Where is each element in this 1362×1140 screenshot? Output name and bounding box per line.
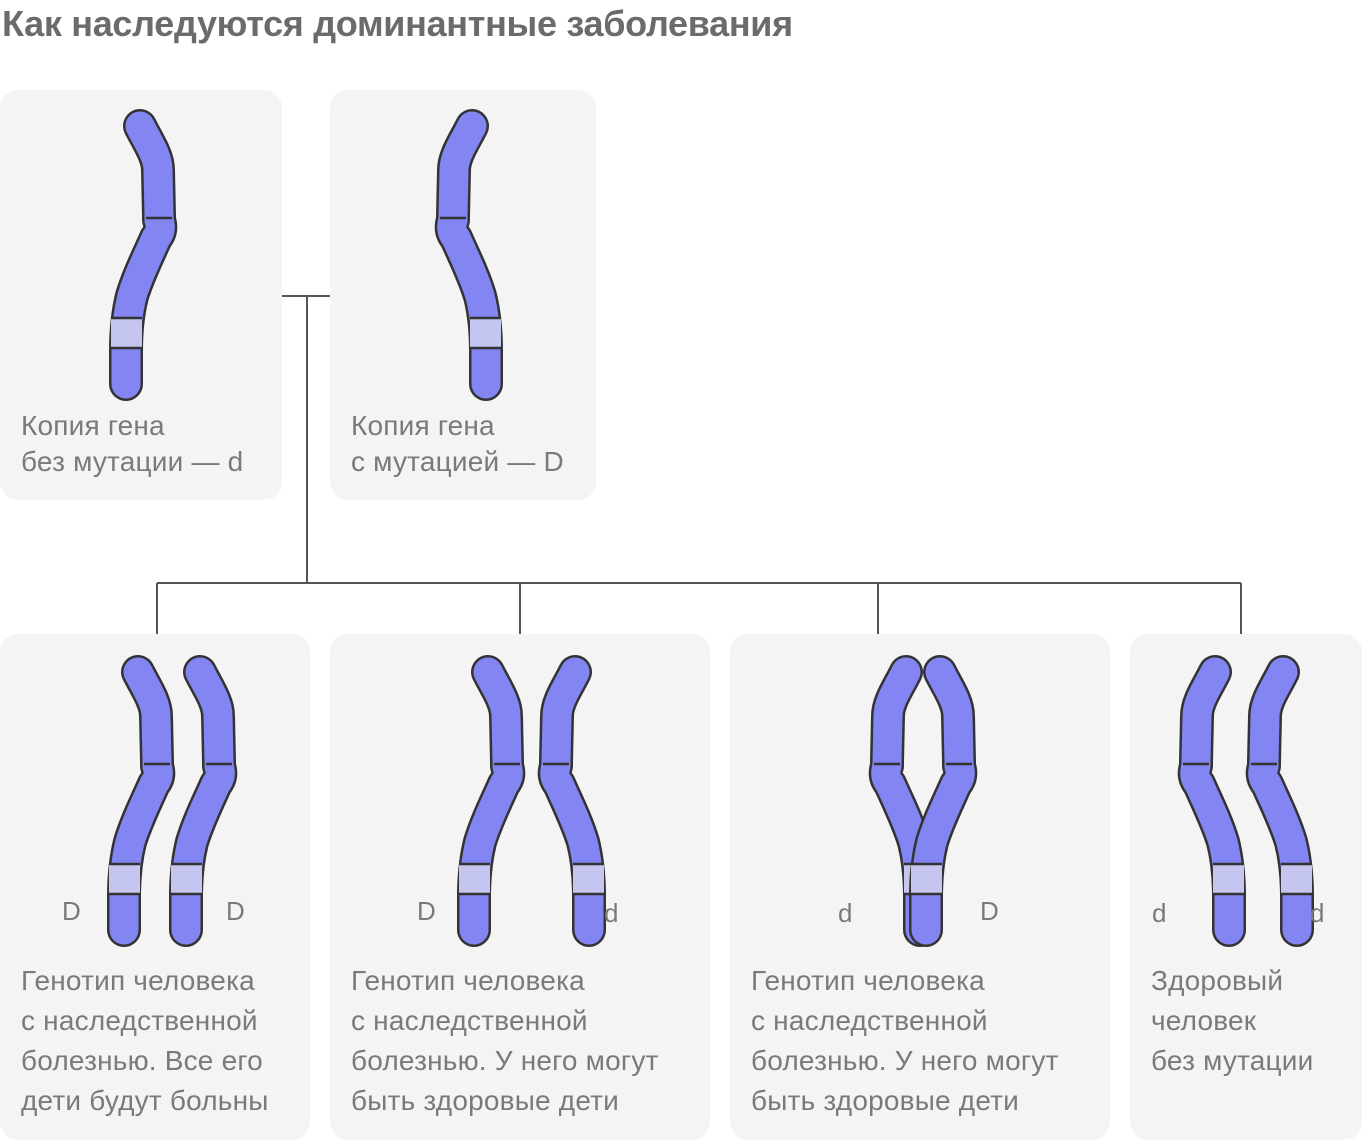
parent-caption-line1: Копия гена xyxy=(351,410,495,441)
caption-line: с наследственной xyxy=(751,1005,988,1036)
chromosome-icon xyxy=(1171,652,1241,952)
caption-line: с наследственной xyxy=(21,1005,258,1036)
child-card-Dd: D d Генотип человека с наследственной бо… xyxy=(330,634,710,1140)
parent-caption: Копия гена с мутацией — D xyxy=(351,408,564,480)
chromosome-icon xyxy=(1239,652,1309,952)
caption-line: быть здоровые дети xyxy=(351,1085,620,1116)
allele-label-left: d xyxy=(1152,898,1167,928)
child-caption: Генотип человека с наследственной болезн… xyxy=(21,961,269,1121)
chromosome-icon xyxy=(428,106,498,406)
caption-line: Генотип человека xyxy=(751,965,985,996)
chromosome-icon xyxy=(531,652,601,952)
caption-line: с наследственной xyxy=(351,1005,588,1036)
allele-label-left: D xyxy=(417,896,436,926)
parent-caption: Копия гена без мутации — d xyxy=(21,408,243,480)
caption-line: Здоровый xyxy=(1151,965,1284,996)
child-caption: Здоровый человек без мутации xyxy=(1151,961,1313,1081)
chromosome-icon xyxy=(104,106,164,406)
parent-card-without-mutation: Копия гена без мутации — d xyxy=(0,90,282,500)
allele-label-right: d xyxy=(1310,898,1325,928)
caption-line: Генотип человека xyxy=(351,965,585,996)
allele-label-left: D xyxy=(62,896,81,926)
child-card-dD: d D Генотип человека с наследственной бо… xyxy=(730,634,1110,1140)
parent-caption-line2: с мутацией — D xyxy=(351,446,564,477)
child-caption: Генотип человека с наследственной болезн… xyxy=(751,961,1059,1121)
page-title: Как наследуются доминантные заболевания xyxy=(2,3,793,44)
caption-line: болезнью. У него могут xyxy=(351,1045,659,1076)
caption-line: Генотип человека xyxy=(21,965,255,996)
child-card-DD: D D Генотип человека с наследственной бо… xyxy=(0,634,310,1140)
parent-card-with-mutation: Копия гена с мутацией — D xyxy=(330,90,596,500)
parent-caption-line1: Копия гена xyxy=(21,410,165,441)
caption-line: болезнью. У него могут xyxy=(751,1045,1059,1076)
caption-line: человек xyxy=(1151,1005,1257,1036)
chromosome-icon xyxy=(904,652,964,952)
caption-line: быть здоровые дети xyxy=(751,1085,1020,1116)
allele-label-right: D xyxy=(226,896,245,926)
caption-line: дети будут больны xyxy=(21,1085,269,1116)
allele-label-right: D xyxy=(980,896,999,926)
chromosome-icon xyxy=(164,652,224,952)
child-card-dd: d d Здоровый человек без мутации xyxy=(1130,634,1362,1140)
caption-line: болезнью. Все его xyxy=(21,1045,263,1076)
parent-caption-line2: без мутации — d xyxy=(21,446,244,477)
allele-label-left: d xyxy=(838,898,853,928)
allele-label-right: d xyxy=(604,898,619,928)
chromosome-icon xyxy=(102,652,162,952)
caption-line: без мутации xyxy=(1151,1045,1314,1076)
chromosome-icon xyxy=(452,652,512,952)
child-caption: Генотип человека с наследственной болезн… xyxy=(351,961,659,1121)
